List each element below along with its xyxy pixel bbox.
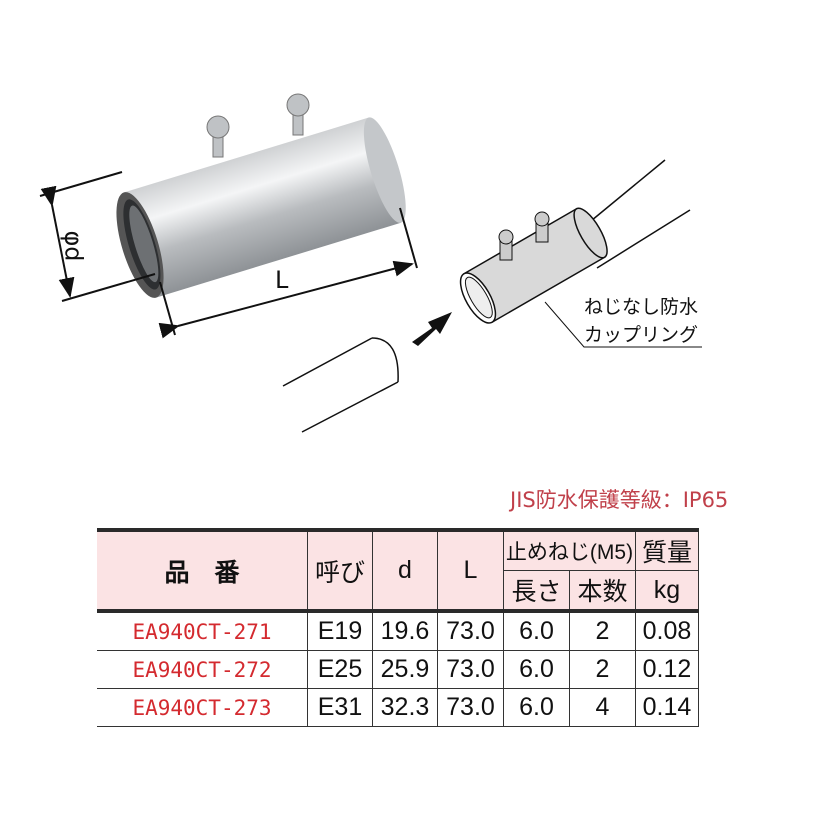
dimension-lines <box>39 171 418 339</box>
header-mass: 質量 <box>635 528 699 571</box>
pipe-left <box>282 337 399 433</box>
header-d: d <box>372 528 438 613</box>
header-screw-length: 長さ <box>503 570 570 613</box>
mass: 0.12 <box>635 650 699 689</box>
screw-icon <box>498 211 550 261</box>
screw-length: 6.0 <box>503 610 570 651</box>
dimension-length-label: L <box>275 266 289 294</box>
dimension-diameter-label: φd <box>59 230 88 262</box>
header-set-screw: 止めねじ(M5) <box>503 528 636 571</box>
L-value: 73.0 <box>437 650 504 689</box>
size: E31 <box>307 688 373 727</box>
coupling-photo <box>116 117 406 298</box>
callout-label: ねじなし防水 カップリング <box>584 293 698 349</box>
mass: 0.14 <box>635 688 699 727</box>
header-mass-unit: kg <box>635 570 699 613</box>
screw-count: 4 <box>569 688 636 727</box>
pipe-right <box>579 159 691 269</box>
screw-count: 2 <box>569 610 636 651</box>
size: E19 <box>307 610 373 651</box>
L-value: 73.0 <box>437 610 504 651</box>
table-row: EA940CT-273 E31 32.3 73.0 6.0 4 0.14 <box>97 688 699 727</box>
table-row: EA940CT-272 E25 25.9 73.0 6.0 2 0.12 <box>97 650 699 689</box>
d-value: 25.9 <box>372 650 438 689</box>
screw-length: 6.0 <box>503 650 570 689</box>
callout-line-2: カップリング <box>584 324 699 346</box>
d-value: 19.6 <box>372 610 438 651</box>
callout-line-1: ねじなし防水 <box>584 296 699 318</box>
spec-table: 品 番 呼び d L 止めねじ(M5) 質量 長さ 本数 kg EA940CT-… <box>97 528 699 727</box>
coupling-illustration <box>39 93 702 433</box>
table-row: EA940CT-271 E19 19.6 73.0 6.0 2 0.08 <box>97 610 699 651</box>
small-coupling <box>459 207 608 324</box>
jis-rating-note: JIS防水保護等級：IP65 <box>510 488 729 512</box>
header-size: 呼び <box>307 528 373 613</box>
mass: 0.08 <box>635 610 699 651</box>
L-value: 73.0 <box>437 688 504 727</box>
part-no: EA940CT-272 <box>97 650 308 689</box>
d-value: 32.3 <box>372 688 438 727</box>
header-L: L <box>437 528 504 613</box>
callout-leader <box>544 301 702 348</box>
screw-length: 6.0 <box>503 688 570 727</box>
header-screw-count: 本数 <box>569 570 636 613</box>
part-no: EA940CT-271 <box>97 610 308 651</box>
part-no: EA940CT-273 <box>97 688 308 727</box>
size: E25 <box>307 650 373 689</box>
arrow-icon <box>412 312 452 346</box>
header-part-no: 品 番 <box>97 528 308 613</box>
screw-icon <box>206 93 310 158</box>
screw-count: 2 <box>569 650 636 689</box>
